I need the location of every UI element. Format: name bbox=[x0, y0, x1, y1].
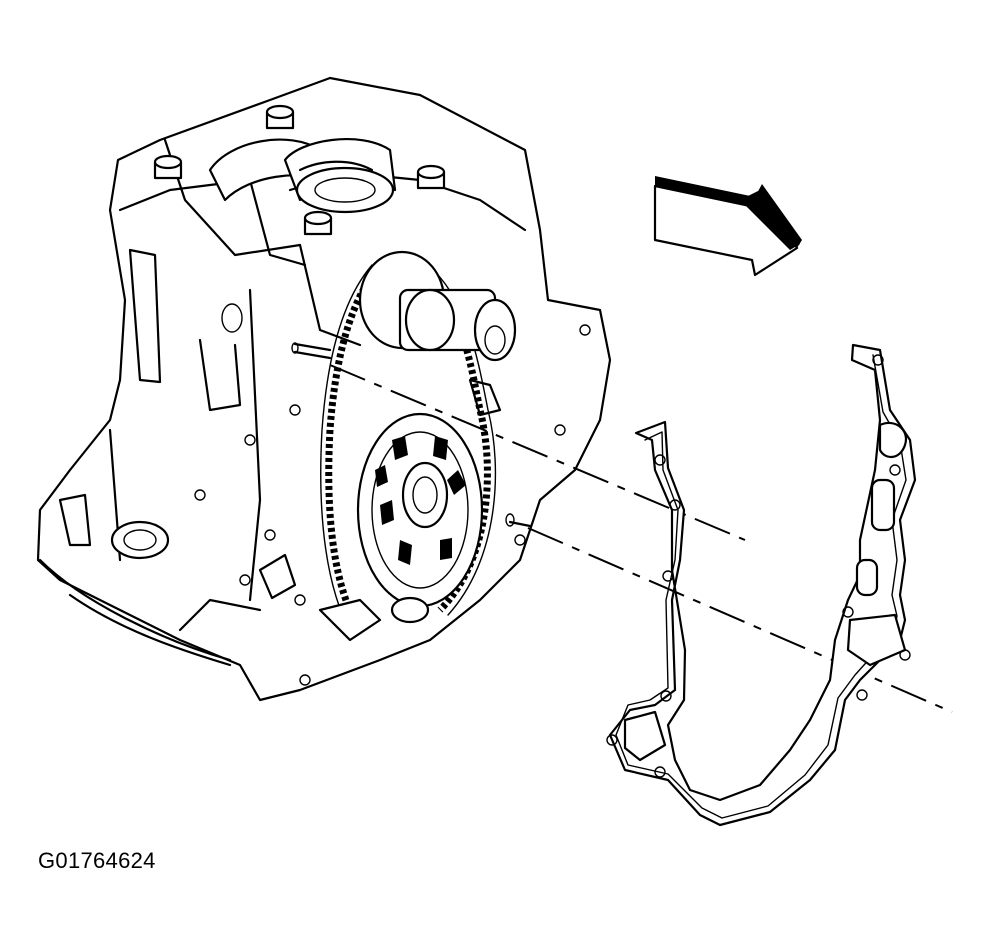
bolt-2 bbox=[153, 154, 183, 180]
bolt-1 bbox=[265, 104, 295, 130]
camshaft-sprocket bbox=[358, 250, 517, 417]
alignment-lines bbox=[329, 364, 953, 713]
bolt-3 bbox=[416, 164, 446, 190]
engine-block bbox=[36, 76, 612, 702]
direction-arrow bbox=[653, 176, 802, 277]
timing-cover-gasket bbox=[606, 343, 917, 827]
crankshaft-sprocket bbox=[318, 412, 484, 642]
bolt-4 bbox=[303, 210, 333, 236]
figure-id-label: G01764624 bbox=[38, 848, 156, 873]
